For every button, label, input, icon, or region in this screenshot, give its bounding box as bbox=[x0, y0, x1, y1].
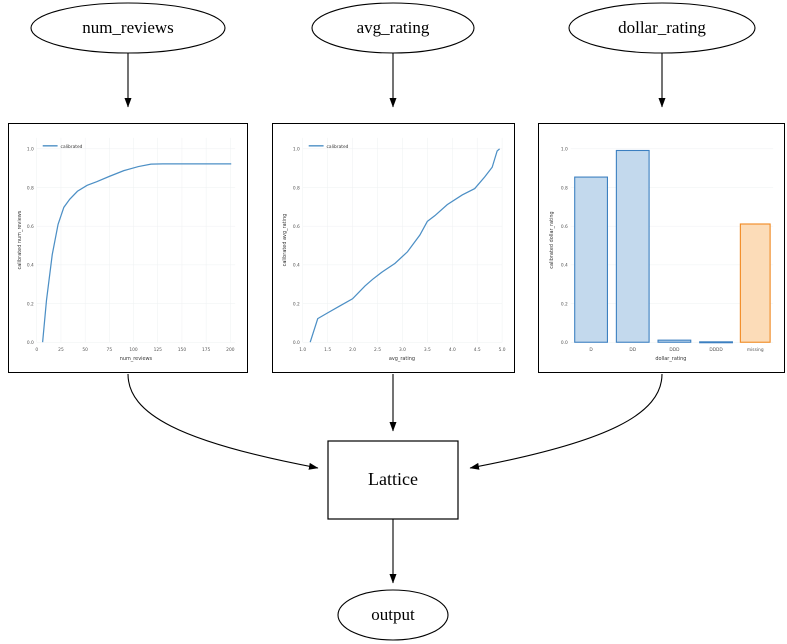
svg-text:5.0: 5.0 bbox=[499, 347, 506, 353]
edge-chart3-to-lattice bbox=[469, 373, 663, 470]
bar-DDDD bbox=[699, 341, 733, 344]
svg-text:0.8: 0.8 bbox=[27, 185, 34, 191]
node-avg-rating[interactable]: avg_rating bbox=[311, 2, 475, 54]
node-avg-rating-label: avg_rating bbox=[357, 18, 430, 37]
svg-text:0.2: 0.2 bbox=[293, 301, 300, 307]
y-axis-title-1: calibrated num_reviews bbox=[17, 210, 23, 269]
svg-text:0.4: 0.4 bbox=[27, 263, 34, 269]
svg-text:150: 150 bbox=[178, 347, 187, 353]
svg-text:0.6: 0.6 bbox=[293, 224, 300, 230]
svg-text:missing: missing bbox=[747, 347, 764, 353]
avg-rating-plot: calibrated 0.0 0.2 0.4 0.6 0.8 1.0 1.0 1… bbox=[282, 137, 506, 362]
svg-text:4.5: 4.5 bbox=[474, 347, 481, 353]
bar-DD bbox=[615, 149, 650, 343]
svg-text:0.0: 0.0 bbox=[293, 340, 300, 346]
node-lattice[interactable]: Lattice bbox=[327, 440, 459, 520]
x-axis-title-3: dollar_rating bbox=[655, 356, 686, 362]
svg-text:0.6: 0.6 bbox=[27, 224, 34, 230]
svg-text:DDDD: DDDD bbox=[709, 347, 723, 353]
svg-text:175: 175 bbox=[202, 347, 211, 353]
svg-text:75: 75 bbox=[107, 347, 113, 353]
node-output[interactable]: output bbox=[337, 589, 449, 641]
svg-text:1.0: 1.0 bbox=[299, 347, 306, 353]
svg-text:1.0: 1.0 bbox=[293, 147, 300, 153]
node-num-reviews-label: num_reviews bbox=[82, 18, 174, 37]
edge-chart1-to-lattice bbox=[127, 373, 319, 470]
legend-1: calibrated bbox=[42, 144, 83, 150]
node-output-label: output bbox=[371, 605, 415, 624]
svg-text:0.4: 0.4 bbox=[561, 263, 568, 269]
plot-grid-2 bbox=[302, 137, 503, 343]
svg-text:50: 50 bbox=[82, 347, 88, 353]
svg-text:0.0: 0.0 bbox=[27, 340, 34, 346]
svg-text:0.2: 0.2 bbox=[27, 301, 34, 307]
svg-text:0.0: 0.0 bbox=[561, 340, 568, 346]
node-output-shape[interactable] bbox=[337, 589, 449, 641]
chart-panel-num-reviews: calibrated 0.0 0.2 0.4 0.6 0.8 1.0 0 25 … bbox=[8, 123, 248, 373]
legend-label-calibrated: calibrated bbox=[327, 144, 349, 150]
svg-text:0.6: 0.6 bbox=[561, 224, 568, 230]
svg-text:25: 25 bbox=[58, 347, 64, 353]
y-axis-ticks-2: 0.0 0.2 0.4 0.6 0.8 1.0 bbox=[293, 147, 300, 346]
svg-text:0.8: 0.8 bbox=[561, 185, 568, 191]
y-axis-title-3: calibrated dollar_rating bbox=[549, 211, 555, 268]
legend-2: calibrated bbox=[308, 144, 349, 150]
y-axis-ticks-1: 0.0 0.2 0.4 0.6 0.8 1.0 bbox=[27, 147, 34, 346]
svg-text:0.2: 0.2 bbox=[561, 301, 568, 307]
bar-D bbox=[574, 176, 608, 343]
node-lattice-label: Lattice bbox=[368, 469, 418, 489]
svg-text:100: 100 bbox=[129, 347, 138, 353]
node-avg-rating-shape[interactable] bbox=[311, 2, 475, 54]
x-axis-title-2: avg_rating bbox=[389, 356, 415, 362]
svg-text:DD: DD bbox=[629, 347, 636, 353]
svg-text:0.8: 0.8 bbox=[293, 185, 300, 191]
svg-text:D: D bbox=[589, 347, 593, 353]
legend-label-calibrated: calibrated bbox=[61, 144, 83, 150]
bar-DDD bbox=[657, 339, 692, 343]
x-axis-ticks-1: 0 25 50 75 100 125 150 175 200 bbox=[35, 347, 234, 353]
svg-text:DDD: DDD bbox=[669, 347, 680, 353]
x-axis-ticks-3: D DD DDD DDDD missing bbox=[589, 347, 763, 353]
node-num-reviews-shape[interactable] bbox=[30, 2, 226, 54]
svg-text:2.5: 2.5 bbox=[374, 347, 381, 353]
svg-text:4.0: 4.0 bbox=[449, 347, 456, 353]
plot-grid-1 bbox=[36, 137, 236, 343]
svg-text:2.0: 2.0 bbox=[349, 347, 356, 353]
bars-dollar-rating bbox=[574, 149, 771, 344]
svg-text:1.5: 1.5 bbox=[324, 347, 331, 353]
y-axis-ticks-3: 0.0 0.2 0.4 0.6 0.8 1.0 bbox=[561, 147, 568, 346]
calibration-curve-avg-rating bbox=[309, 148, 501, 343]
node-num-reviews[interactable]: num_reviews bbox=[30, 2, 226, 54]
bar-missing bbox=[739, 223, 771, 343]
y-axis-title-2: calibrated avg_rating bbox=[282, 214, 288, 267]
svg-text:0.4: 0.4 bbox=[293, 263, 300, 269]
svg-text:200: 200 bbox=[226, 347, 235, 353]
num-reviews-plot: calibrated 0.0 0.2 0.4 0.6 0.8 1.0 0 25 … bbox=[17, 137, 236, 362]
x-axis-title-1: num_reviews bbox=[120, 356, 153, 362]
svg-text:3.5: 3.5 bbox=[424, 347, 431, 353]
calibration-curve-num-reviews bbox=[42, 163, 232, 343]
svg-text:1.0: 1.0 bbox=[561, 147, 568, 153]
node-dollar-rating[interactable]: dollar_rating bbox=[568, 2, 756, 54]
chart-panel-avg-rating: calibrated 0.0 0.2 0.4 0.6 0.8 1.0 1.0 1… bbox=[272, 123, 515, 373]
node-dollar-rating-shape[interactable] bbox=[568, 2, 756, 54]
chart-panel-dollar-rating: 0.0 0.2 0.4 0.6 0.8 1.0 D DD DDD DDDD mi… bbox=[538, 123, 785, 373]
svg-text:125: 125 bbox=[154, 347, 163, 353]
node-dollar-rating-label: dollar_rating bbox=[618, 18, 706, 37]
x-axis-ticks-2: 1.0 1.5 2.0 2.5 3.0 3.5 4.0 4.5 5.0 bbox=[299, 347, 506, 353]
node-lattice-shape[interactable] bbox=[327, 440, 459, 520]
dollar-rating-plot: 0.0 0.2 0.4 0.6 0.8 1.0 D DD DDD DDDD mi… bbox=[549, 147, 774, 362]
svg-text:1.0: 1.0 bbox=[27, 147, 34, 153]
svg-text:0: 0 bbox=[35, 347, 38, 353]
svg-text:3.0: 3.0 bbox=[399, 347, 406, 353]
